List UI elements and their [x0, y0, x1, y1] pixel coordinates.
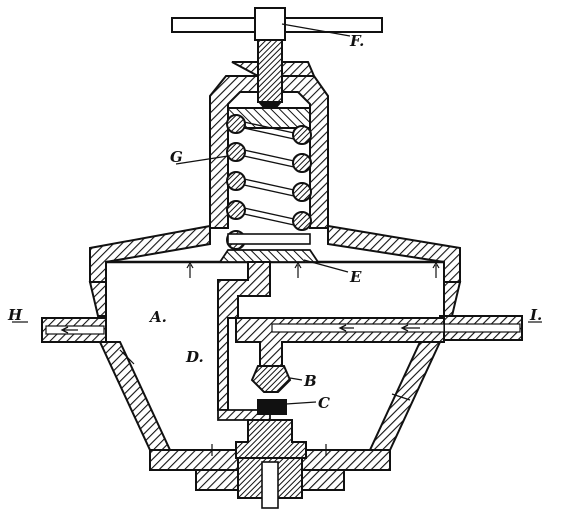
spring-bonnet: [209, 61, 329, 229]
body-left-wall: [98, 341, 172, 451]
diaphragm: [106, 249, 444, 278]
label-i: I.: [529, 306, 542, 324]
adjusting-screw: [257, 39, 283, 103]
outlet-pipe: [41, 317, 107, 343]
spring-coils: [243, 121, 295, 226]
valve-body: [88, 281, 462, 471]
body-right-wall: [368, 341, 442, 451]
diaphragm-plate: [218, 249, 320, 263]
label-c: C: [318, 394, 330, 412]
adjusting-handle: [171, 7, 383, 116]
valve-seat: [250, 365, 292, 393]
label-h: H: [7, 306, 23, 324]
handle-hub: [254, 7, 286, 41]
label-g: G: [170, 148, 183, 166]
label-d: D.: [185, 348, 204, 366]
label-a: A.: [148, 308, 167, 326]
label-b: B: [303, 372, 317, 390]
pressure-arrows: [186, 261, 440, 278]
label-e: E: [349, 268, 362, 286]
spring: [226, 114, 312, 250]
label-f: F.: [349, 32, 364, 50]
inlet-pipe: [439, 315, 523, 341]
bottom-plug: [195, 419, 345, 509]
valve-disc: [257, 399, 287, 415]
leader-lines: [12, 23, 542, 405]
